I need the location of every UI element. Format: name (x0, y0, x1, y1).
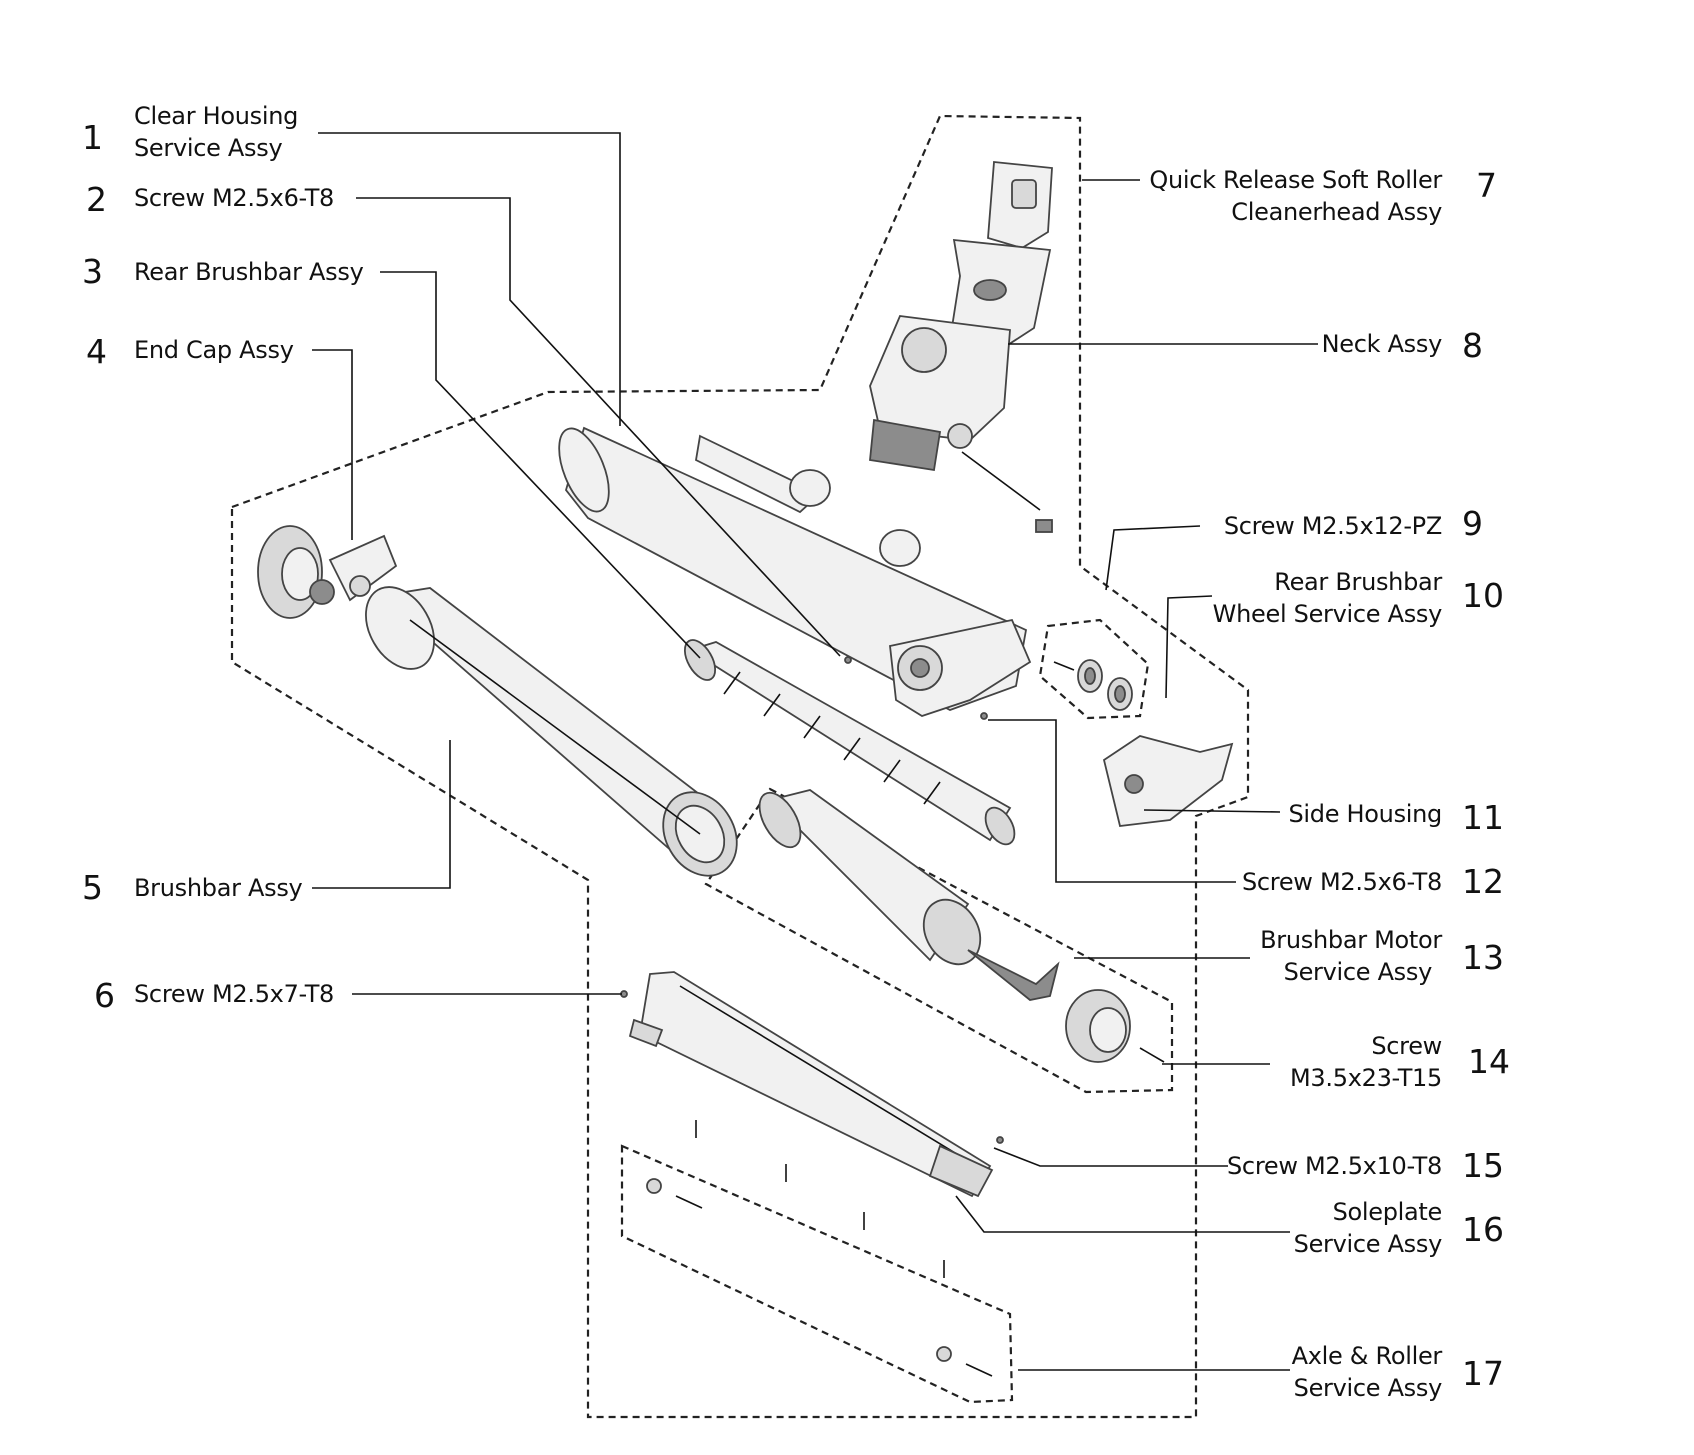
callout-label-8: Neck Assy (1321, 330, 1443, 358)
callout-number-4: 4 (86, 332, 107, 371)
callout-label-14-line1: Screw (1371, 1032, 1442, 1060)
callout-label-9: Screw M2.5x12-PZ (1223, 512, 1442, 540)
callout-label-7-line2: Cleanerhead Assy (1231, 198, 1442, 226)
callout-number-9: 9 (1462, 504, 1483, 543)
callout-label-1-line1: Clear Housing (134, 102, 299, 130)
rear-brushbar-part (683, 639, 1016, 846)
callout-label-2: Screw M2.5x6-T8 (134, 184, 335, 212)
callout-number-14: 14 (1468, 1042, 1510, 1081)
callout-number-8: 8 (1462, 326, 1483, 365)
callout-label-13-line2: Service Assy (1283, 958, 1433, 986)
axle-roller-part (646, 1120, 993, 1377)
callout-number-2: 2 (86, 180, 107, 219)
callout-label-12: Screw M2.5x6-T8 (1241, 868, 1442, 896)
neck-assy-part (869, 161, 1053, 533)
callout-label-10-line2: Wheel Service Assy (1212, 600, 1443, 628)
brushbar-part (365, 586, 738, 877)
axle-group-outline (620, 1144, 1014, 1404)
callout-label-11: Side Housing (1288, 800, 1443, 828)
callout-number-1: 1 (82, 118, 103, 157)
small-screws (620, 656, 1004, 1144)
clear-housing-part (558, 426, 1032, 717)
callout-number-11: 11 (1462, 798, 1504, 837)
callout-number-15: 15 (1462, 1146, 1504, 1185)
callout-label-15: Screw M2.5x10-T8 (1227, 1152, 1442, 1180)
callout-label-3: Rear Brushbar Assy (134, 258, 364, 286)
callout-number-7: 7 (1476, 166, 1497, 205)
callout-number-3: 3 (82, 252, 103, 291)
wheel-group-outline (1038, 618, 1150, 720)
callout-label-17-line2: Service Assy (1293, 1374, 1443, 1402)
callout-number-12: 12 (1462, 862, 1504, 901)
callout-label-16-line1: Soleplate (1332, 1198, 1443, 1226)
callout-label-1-line2: Service Assy (134, 134, 283, 162)
callout-number-13: 13 (1462, 938, 1504, 977)
end-cap-part (257, 525, 398, 619)
callout-label-16-line2: Service Assy (1293, 1230, 1443, 1258)
callout-label-10-line1: Rear Brushbar (1274, 568, 1442, 596)
callout-number-16: 16 (1462, 1210, 1504, 1249)
brushbar-motor-part (758, 789, 1165, 1063)
callout-number-6: 6 (94, 976, 115, 1015)
callout-label-17-line1: Axle & Roller (1291, 1342, 1443, 1370)
leader-lines (312, 132, 1318, 1371)
callout-label-5: Brushbar Assy (134, 874, 303, 902)
side-housing-part (1102, 735, 1234, 827)
callout-label-6: Screw M2.5x7-T8 (134, 980, 335, 1008)
callout-label-14-line2: M3.5x23-T15 (1290, 1064, 1442, 1092)
callout-label-7-line1: Quick Release Soft Roller (1149, 166, 1442, 194)
rear-wheels-part (1053, 659, 1133, 711)
callout-label-4: End Cap Assy (134, 336, 294, 364)
soleplate-part (628, 971, 994, 1198)
callout-number-5: 5 (82, 868, 103, 907)
callout-number-10: 10 (1462, 576, 1504, 615)
callout-number-17: 17 (1462, 1354, 1504, 1393)
cleanerhead-group-outline (230, 114, 1250, 1419)
callout-label-13-line1: Brushbar Motor (1260, 926, 1442, 954)
